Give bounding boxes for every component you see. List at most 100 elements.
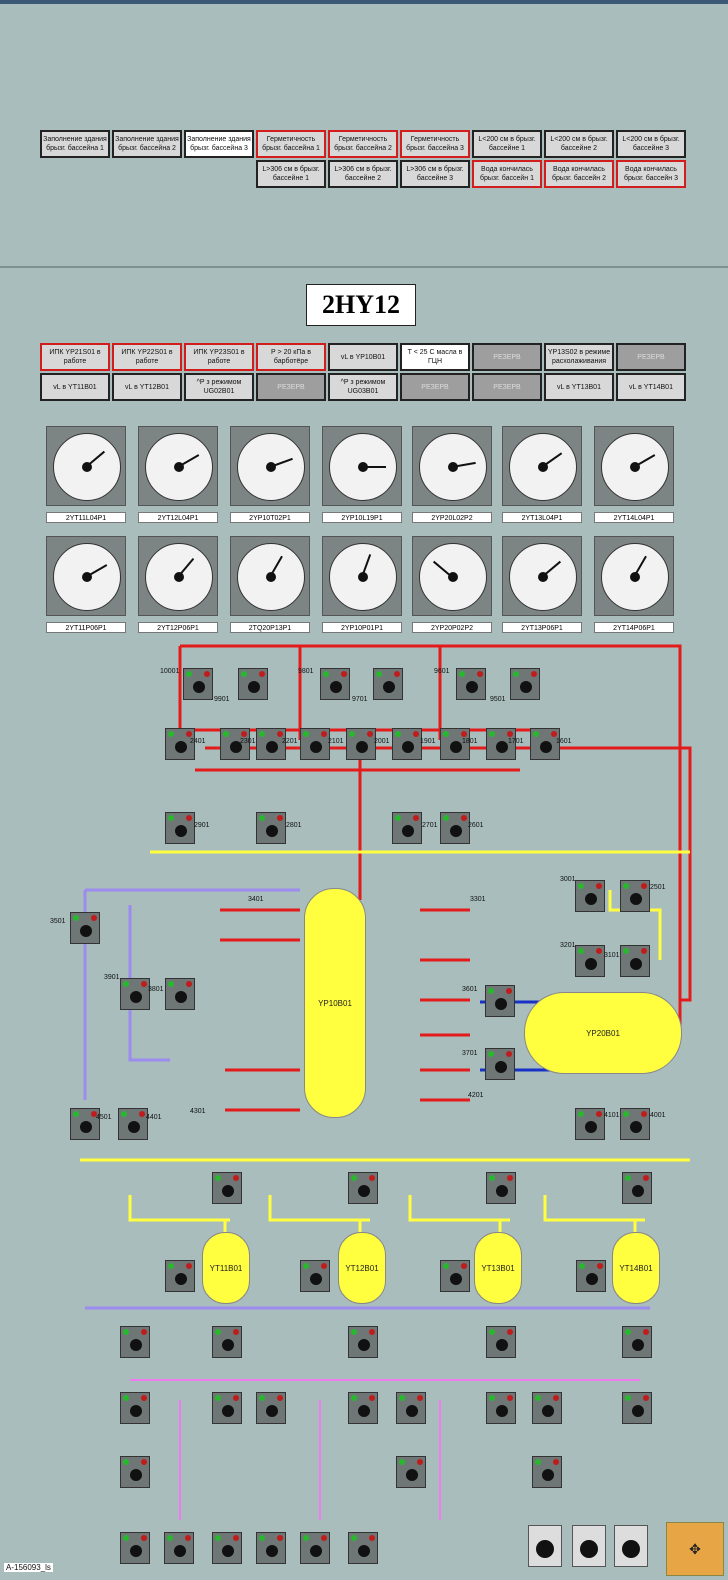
valve-control[interactable] bbox=[183, 668, 213, 700]
valve-control[interactable] bbox=[120, 1532, 150, 1564]
valve-control[interactable] bbox=[532, 1392, 562, 1424]
valve-control[interactable] bbox=[392, 728, 422, 760]
valve-control[interactable] bbox=[300, 1532, 330, 1564]
valve-control[interactable] bbox=[118, 1108, 148, 1140]
valve-control[interactable] bbox=[212, 1532, 242, 1564]
open-indicator-icon bbox=[186, 671, 192, 677]
valve-control[interactable] bbox=[486, 728, 516, 760]
open-indicator-icon bbox=[349, 731, 355, 737]
closed-indicator-icon bbox=[417, 1395, 423, 1401]
valve-control[interactable] bbox=[120, 1456, 150, 1488]
valve-control[interactable] bbox=[622, 1392, 652, 1424]
valve-control[interactable] bbox=[486, 1172, 516, 1204]
valve-control[interactable] bbox=[165, 812, 195, 844]
valve-control[interactable] bbox=[212, 1326, 242, 1358]
closed-indicator-icon bbox=[141, 1329, 147, 1335]
valve-control[interactable] bbox=[392, 812, 422, 844]
open-indicator-icon bbox=[489, 731, 495, 737]
annunciator-tile: L>306 см в брызг. бассейне 2 bbox=[328, 160, 398, 188]
valve-control[interactable] bbox=[485, 1048, 515, 1080]
valve-control[interactable] bbox=[576, 1260, 606, 1292]
valve-control[interactable] bbox=[220, 728, 250, 760]
annunciator-tile: РЕЗЕРВ bbox=[400, 373, 470, 401]
valve-control[interactable] bbox=[348, 1172, 378, 1204]
pressure-gauge bbox=[322, 426, 402, 506]
closed-indicator-icon bbox=[259, 671, 265, 677]
valve-control[interactable] bbox=[300, 1260, 330, 1292]
valve-control[interactable] bbox=[622, 1326, 652, 1358]
annunciator-tile: Заполнение здания брызг. бассейна 2 bbox=[112, 130, 182, 158]
open-indicator-icon bbox=[623, 883, 629, 889]
valve-number-label: 1801 bbox=[462, 738, 478, 745]
annunciator-tile: vL в YT11B01 bbox=[40, 373, 110, 401]
valve-control[interactable] bbox=[373, 668, 403, 700]
valve-control[interactable] bbox=[486, 1326, 516, 1358]
selector-switch[interactable] bbox=[614, 1525, 648, 1567]
annunciator-tile: Герметичность брызг. бассейна 1 bbox=[256, 130, 326, 158]
valve-control[interactable] bbox=[165, 978, 195, 1010]
valve-control[interactable] bbox=[320, 668, 350, 700]
valve-control[interactable] bbox=[530, 728, 560, 760]
valve-control[interactable] bbox=[440, 1260, 470, 1292]
valve-control[interactable] bbox=[620, 1108, 650, 1140]
valve-control[interactable] bbox=[348, 1326, 378, 1358]
closed-indicator-icon bbox=[413, 731, 419, 737]
open-indicator-icon bbox=[351, 1395, 357, 1401]
valve-control[interactable] bbox=[120, 978, 150, 1010]
valve-control[interactable] bbox=[485, 985, 515, 1017]
valve-control[interactable] bbox=[532, 1456, 562, 1488]
pressure-gauge bbox=[594, 426, 674, 506]
closed-indicator-icon bbox=[139, 1111, 145, 1117]
valve-control[interactable] bbox=[348, 1532, 378, 1564]
valve-control[interactable] bbox=[120, 1326, 150, 1358]
stop-button-2[interactable] bbox=[572, 1525, 606, 1567]
pressure-gauge bbox=[322, 536, 402, 616]
valve-control[interactable] bbox=[70, 912, 100, 944]
valve-control[interactable] bbox=[256, 728, 286, 760]
valve-number-label: 2501 bbox=[650, 884, 666, 891]
open-indicator-icon bbox=[579, 1263, 585, 1269]
open-indicator-icon bbox=[123, 1395, 129, 1401]
valve-control[interactable] bbox=[164, 1532, 194, 1564]
gauge-face bbox=[419, 543, 487, 611]
valve-control[interactable] bbox=[120, 1392, 150, 1424]
valve-control[interactable] bbox=[256, 1392, 286, 1424]
navigation-pad[interactable]: ✥ bbox=[666, 1522, 724, 1576]
valve-control[interactable] bbox=[212, 1392, 242, 1424]
valve-number-label: 9901 bbox=[214, 696, 230, 703]
open-indicator-icon bbox=[489, 1395, 495, 1401]
valve-control[interactable] bbox=[348, 1392, 378, 1424]
stop-button-1[interactable] bbox=[528, 1525, 562, 1567]
closed-indicator-icon bbox=[277, 731, 283, 737]
valve-control[interactable] bbox=[238, 668, 268, 700]
valve-control[interactable] bbox=[165, 728, 195, 760]
valve-control[interactable] bbox=[510, 668, 540, 700]
closed-indicator-icon bbox=[277, 1535, 283, 1541]
gauge-hub bbox=[358, 572, 368, 582]
valve-control[interactable] bbox=[575, 1108, 605, 1140]
open-indicator-icon bbox=[443, 815, 449, 821]
valve-control[interactable] bbox=[300, 728, 330, 760]
valve-control[interactable] bbox=[70, 1108, 100, 1140]
valve-control[interactable] bbox=[622, 1172, 652, 1204]
valve-control[interactable] bbox=[440, 728, 470, 760]
valve-control[interactable] bbox=[620, 880, 650, 912]
valve-control[interactable] bbox=[165, 1260, 195, 1292]
annunciator-tile: vL в YP10B01 bbox=[328, 343, 398, 371]
valve-control[interactable] bbox=[486, 1392, 516, 1424]
valve-control[interactable] bbox=[575, 945, 605, 977]
valve-control[interactable] bbox=[256, 1532, 286, 1564]
open-indicator-icon bbox=[459, 671, 465, 677]
valve-control[interactable] bbox=[620, 945, 650, 977]
valve-control[interactable] bbox=[396, 1392, 426, 1424]
annunciator-tile: ИПК YP21S01 в работе bbox=[40, 343, 110, 371]
valve-control[interactable] bbox=[256, 812, 286, 844]
annunciator-tile: РЕЗЕРВ bbox=[616, 343, 686, 371]
valve-control[interactable] bbox=[396, 1456, 426, 1488]
valve-control[interactable] bbox=[575, 880, 605, 912]
valve-control[interactable] bbox=[440, 812, 470, 844]
valve-control[interactable] bbox=[212, 1172, 242, 1204]
valve-control[interactable] bbox=[456, 668, 486, 700]
valve-control[interactable] bbox=[346, 728, 376, 760]
open-indicator-icon bbox=[215, 1535, 221, 1541]
